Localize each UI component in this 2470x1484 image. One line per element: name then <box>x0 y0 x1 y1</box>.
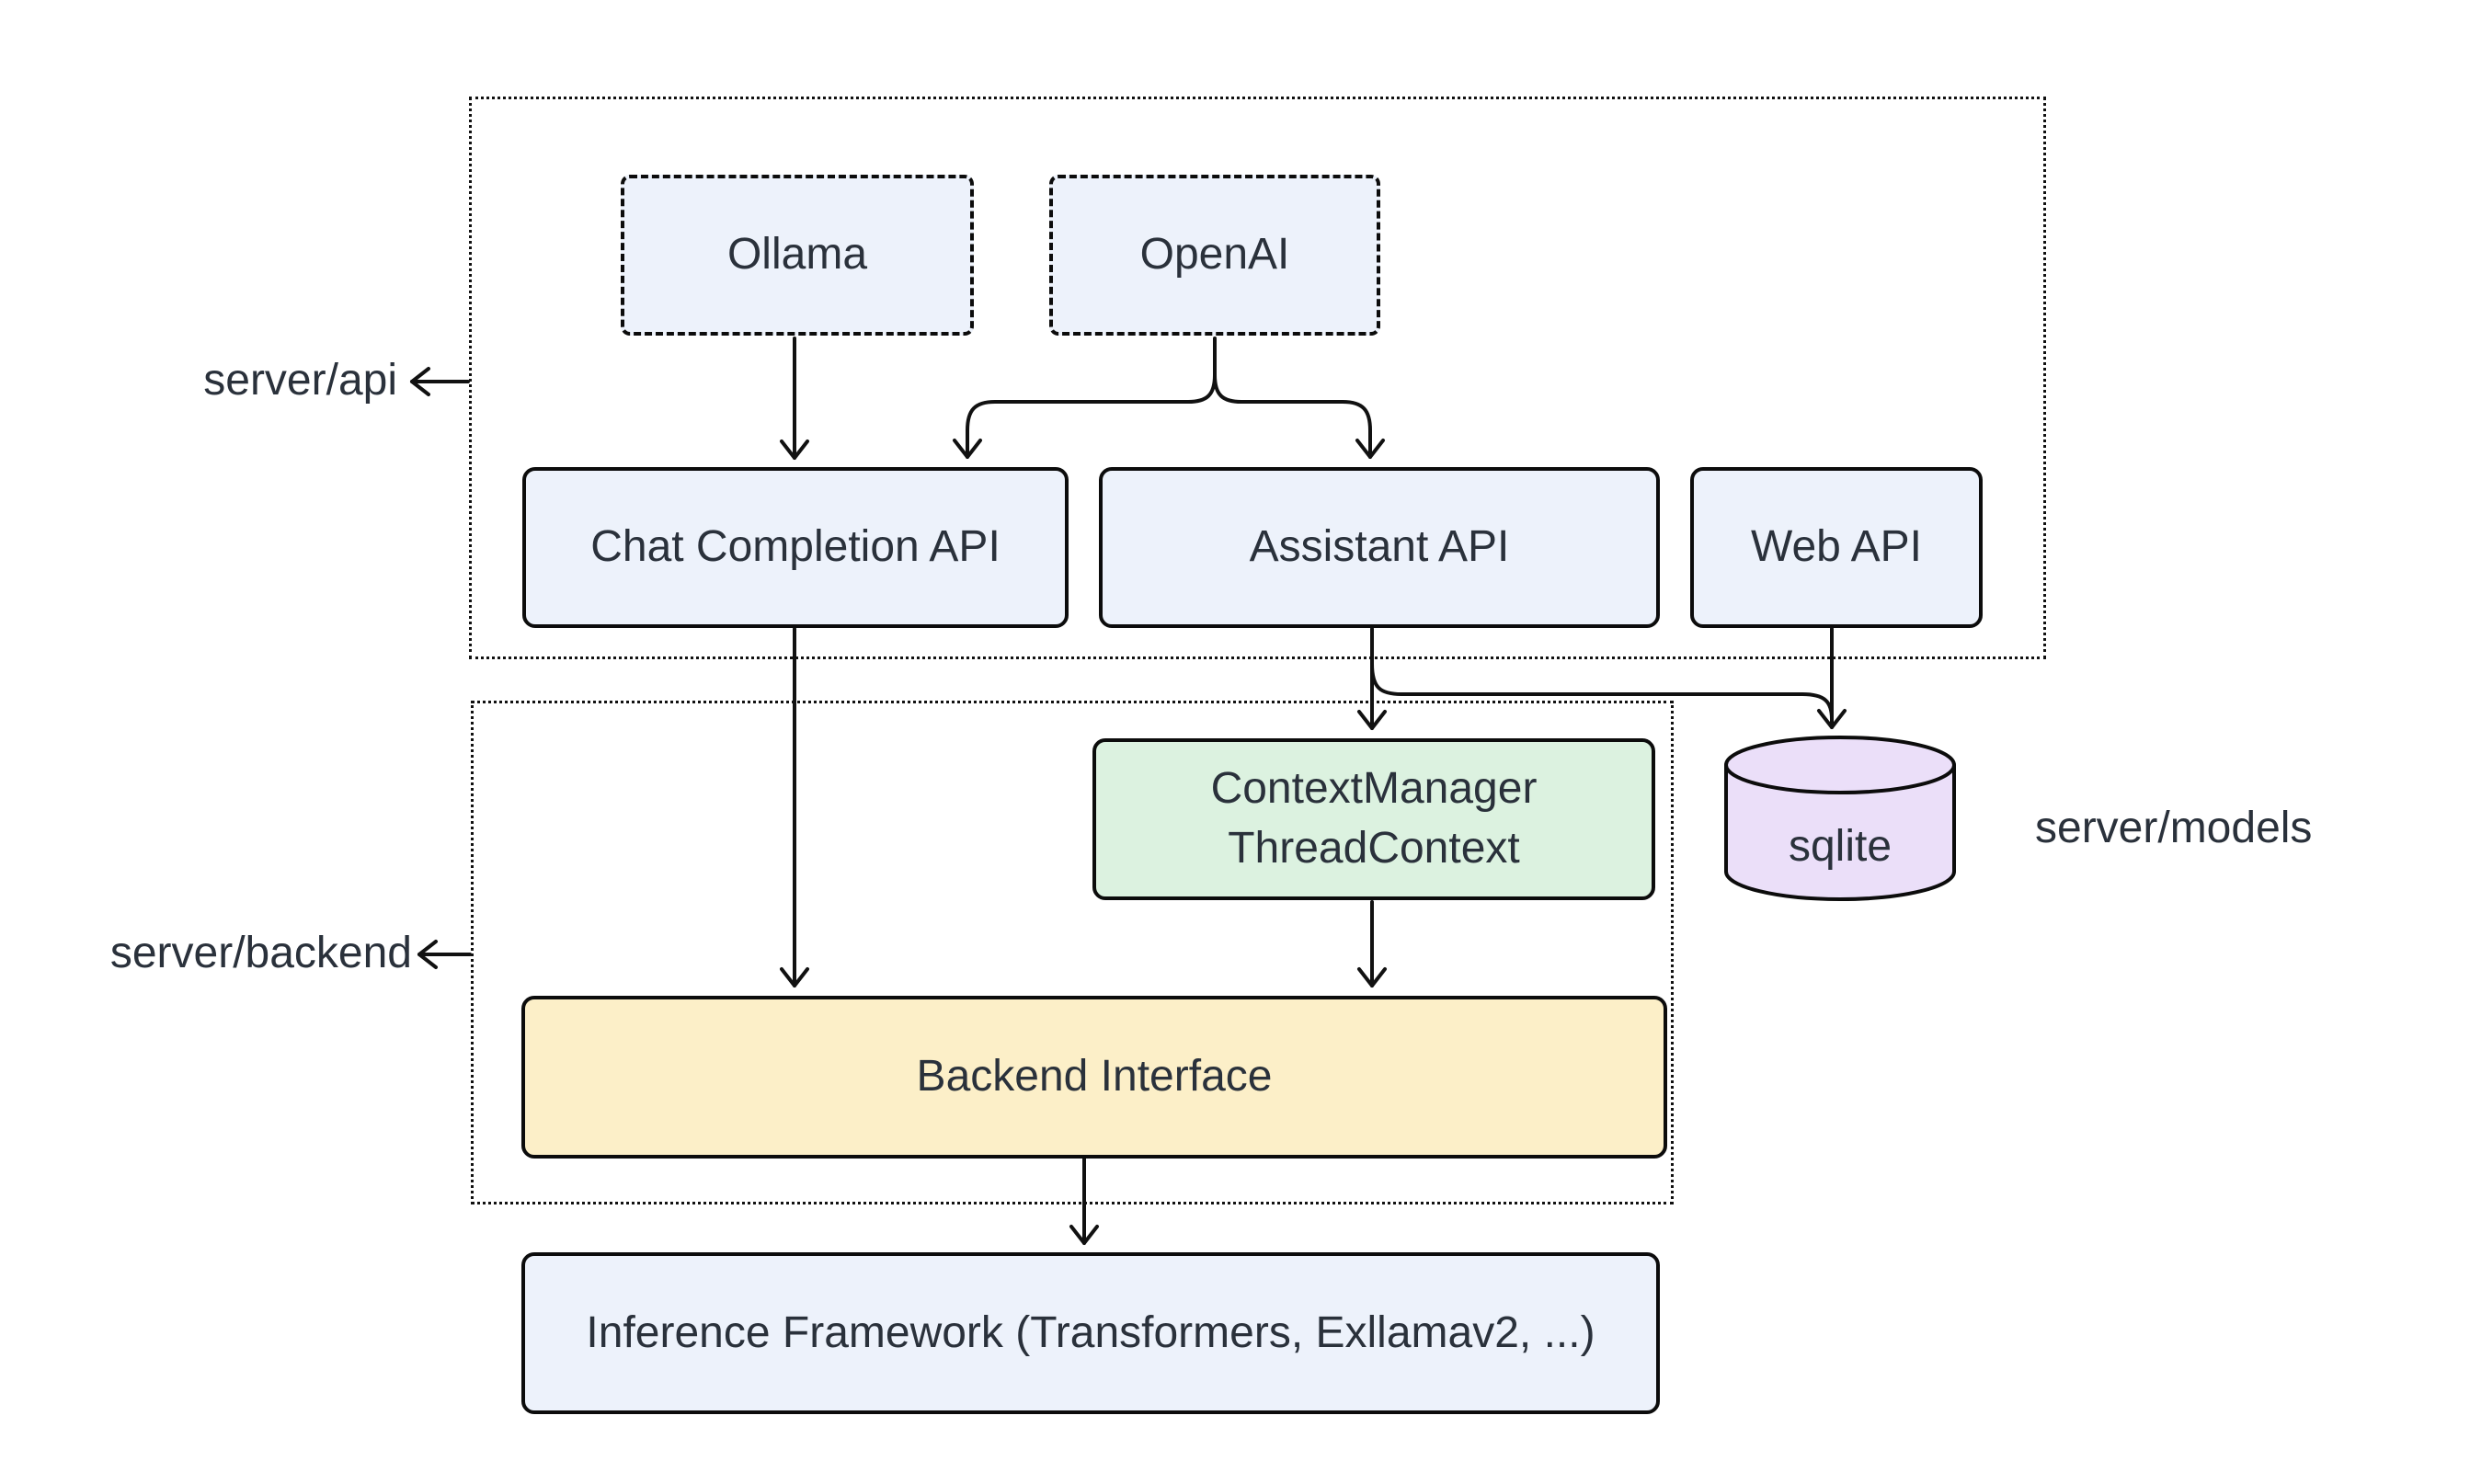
group-server-api <box>469 97 2046 659</box>
node-sqlite-cylinder <box>1724 736 1956 901</box>
node-context-manager-line2: ThreadContext <box>1228 824 1520 873</box>
label-server-models: server/models <box>2035 804 2313 852</box>
label-server-api: server/api <box>203 356 397 405</box>
node-inference-framework-label: Inference Framework (Transformers, Exlla… <box>586 1307 1595 1357</box>
node-sqlite-label: sqlite <box>1788 821 1893 871</box>
node-context-manager: ContextManager ThreadContext <box>1092 738 1655 900</box>
node-context-manager-line1: ContextManager <box>1210 764 1538 814</box>
node-inference-framework: Inference Framework (Transformers, Exlla… <box>521 1252 1660 1414</box>
node-assistant-api: Assistant API <box>1099 467 1660 628</box>
node-ollama: Ollama <box>621 175 974 336</box>
node-web-api-label: Web API <box>1751 522 1922 572</box>
node-openai: OpenAI <box>1049 175 1380 336</box>
group-server-backend <box>471 701 1674 1204</box>
label-server-backend: server/backend <box>109 929 412 977</box>
node-backend-interface: Backend Interface <box>521 996 1667 1159</box>
node-chat-completion-api-label: Chat Completion API <box>590 522 1001 572</box>
node-assistant-api-label: Assistant API <box>1249 522 1510 572</box>
node-chat-completion-api: Chat Completion API <box>522 467 1069 628</box>
node-ollama-label: Ollama <box>726 230 868 280</box>
node-openai-label: OpenAI <box>1139 230 1290 280</box>
node-backend-interface-label: Backend Interface <box>916 1052 1273 1102</box>
node-web-api: Web API <box>1690 467 1983 628</box>
